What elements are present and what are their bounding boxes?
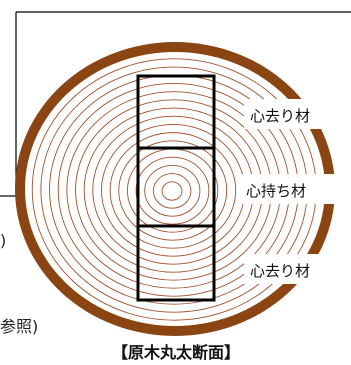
block-bottom-heartless — [136, 224, 216, 302]
growth-ring — [109, 132, 237, 249]
growth-ring — [118, 140, 228, 241]
figure-caption: 【原木丸太断面】 — [112, 343, 240, 362]
cut-text-line1: ) — [0, 231, 6, 250]
timber-blocks — [136, 74, 216, 302]
growth-ring — [144, 164, 201, 217]
label-bottom: 心去り材 — [250, 262, 310, 280]
label-middle: 心持ち材 — [246, 182, 306, 200]
growth-ring — [135, 156, 210, 225]
label-bg-bottom — [244, 254, 334, 284]
growth-ring — [161, 181, 183, 201]
label-top: 心去り材 — [250, 107, 310, 125]
label-bg-middle — [240, 174, 340, 204]
growth-ring — [152, 173, 192, 209]
label-bg-top — [244, 99, 334, 129]
adjacent-frame — [0, 11, 351, 197]
cut-text-line2: 参照) — [0, 317, 38, 336]
